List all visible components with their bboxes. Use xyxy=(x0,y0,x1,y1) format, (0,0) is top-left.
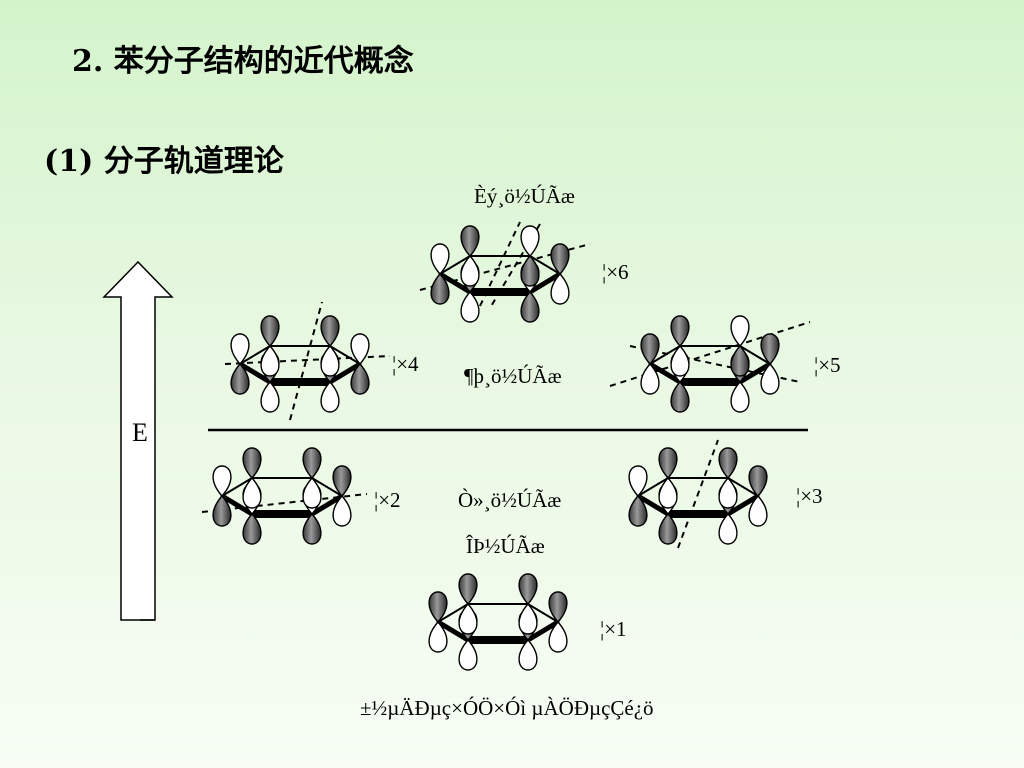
label-two-nodes: ¶þ¸ö½ÚÃæ xyxy=(464,364,562,388)
page-title: 2. 苯分子结构的近代概念 xyxy=(72,44,414,79)
benzene-psi6 xyxy=(419,221,591,323)
benzene-psi3 xyxy=(628,439,768,549)
psi6-label: ¦×6 xyxy=(602,260,629,284)
bottom-caption: ±½µÄÐµç×ÓÖ×Óì µÀÖÐµçÇé¿ö xyxy=(360,696,654,720)
benzene-psi5 xyxy=(609,315,811,413)
psi4-label: ¦×4 xyxy=(392,352,419,376)
psi3-label: ¦×3 xyxy=(796,484,823,508)
benzene-psi2 xyxy=(201,447,368,545)
benzene-psi1 xyxy=(428,573,568,671)
benzene-psi4 xyxy=(224,301,391,421)
psi1-label: ¦×1 xyxy=(600,617,627,641)
label-no-node: ÎÞ½ÚÃæ xyxy=(466,534,545,558)
psi5-label: ¦×5 xyxy=(814,353,841,377)
energy-arrow xyxy=(102,260,174,621)
psi2-label: ¦×2 xyxy=(374,488,401,512)
label-one-node: Ò»¸ö½ÚÃæ xyxy=(458,488,562,512)
section-subtitle: (1) 分子轨道理论 xyxy=(44,144,284,179)
energy-axis-label: E xyxy=(132,418,148,447)
label-three-nodes: Èý¸ö½ÚÃæ xyxy=(474,184,575,208)
